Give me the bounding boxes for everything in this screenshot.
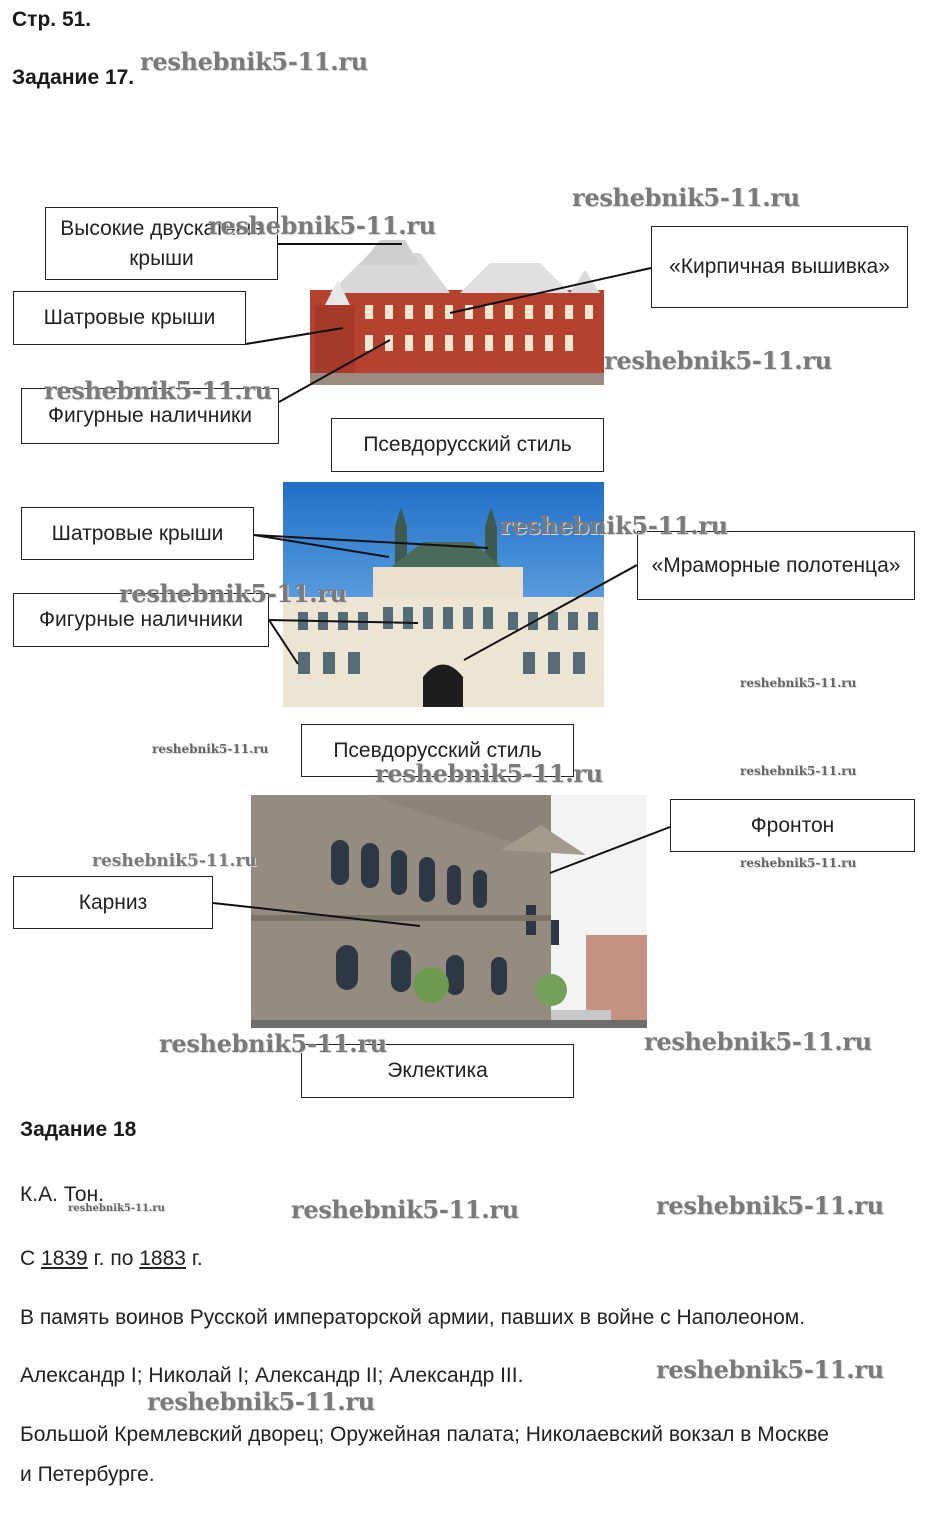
style-answer-3: Эклектика bbox=[301, 1044, 574, 1098]
year-end: 1883 bbox=[139, 1247, 186, 1270]
historical-museum-photo bbox=[310, 235, 604, 385]
years-mid: г. по bbox=[93, 1247, 134, 1270]
answer-emperors: Александр I; Николай I; Александр II; Ал… bbox=[20, 1364, 524, 1387]
watermark: reshebnik5-11.ru bbox=[68, 1203, 165, 1214]
watermark: reshebnik5-11.ru bbox=[500, 511, 728, 540]
label-tent-roofs-1: Шатровые крыши bbox=[13, 291, 246, 345]
watermark: reshebnik5-11.ru bbox=[291, 1195, 519, 1224]
label-brick-embroidery: «Кирпичная вышивка» bbox=[651, 226, 908, 308]
label-pediment: Фронтон bbox=[670, 799, 915, 852]
watermark: reshebnik5-11.ru bbox=[644, 1027, 872, 1056]
style-answer-1: Псевдорусский стиль bbox=[331, 418, 604, 472]
answer-other-works-line1: Большой Кремлевский дворец; Оружейная па… bbox=[20, 1423, 829, 1446]
answer-other-works-line2: и Петербурге. bbox=[20, 1463, 155, 1486]
style-answer-2: Псевдорусский стиль bbox=[301, 724, 574, 777]
years-prefix: С bbox=[20, 1247, 36, 1270]
eclectic-building-photo bbox=[251, 795, 647, 1028]
watermark: reshebnik5-11.ru bbox=[92, 851, 257, 871]
watermark: reshebnik5-11.ru bbox=[656, 1191, 884, 1220]
years-suffix: г. bbox=[191, 1247, 203, 1270]
label-figured-frames-1: Фигурные наличники bbox=[21, 388, 279, 444]
watermark: reshebnik5-11.ru bbox=[604, 346, 832, 375]
task-17-title: Задание 17. bbox=[12, 66, 135, 89]
watermark: reshebnik5-11.ru bbox=[740, 676, 857, 690]
watermark: reshebnik5-11.ru bbox=[119, 579, 347, 608]
watermark: reshebnik5-11.ru bbox=[44, 376, 272, 405]
watermark: reshebnik5-11.ru bbox=[375, 759, 603, 788]
watermark: reshebnik5-11.ru bbox=[740, 856, 857, 870]
year-start: 1839 bbox=[41, 1247, 88, 1270]
label-figured-frames-2: Фигурные наличники bbox=[13, 593, 269, 647]
watermark: reshebnik5-11.ru bbox=[140, 47, 368, 76]
page-reference: Стр. 51. bbox=[12, 8, 92, 31]
watermark: reshebnik5-11.ru bbox=[572, 183, 800, 212]
watermark: reshebnik5-11.ru bbox=[740, 764, 857, 778]
watermark: reshebnik5-11.ru bbox=[159, 1029, 387, 1058]
label-marble-towels: «Мраморные полотенца» bbox=[637, 531, 915, 600]
label-tent-roofs-2: Шатровые крыши bbox=[21, 507, 254, 560]
watermark: reshebnik5-11.ru bbox=[208, 211, 436, 240]
watermark: reshebnik5-11.ru bbox=[152, 742, 269, 756]
answer-architect: К.А. Тон. bbox=[20, 1183, 105, 1206]
answer-construction-years: С 1839 г. по 1883 г. bbox=[20, 1247, 203, 1271]
label-high-gable-roofs: Высокие двускатные крыши bbox=[45, 207, 278, 280]
answer-memorial-purpose: В память воинов Русской императорской ар… bbox=[20, 1306, 806, 1329]
watermark: reshebnik5-11.ru bbox=[147, 1387, 375, 1416]
label-cornice: Карниз bbox=[13, 876, 213, 929]
task-18-title: Задание 18 bbox=[20, 1118, 137, 1141]
watermark: reshebnik5-11.ru bbox=[656, 1355, 884, 1384]
